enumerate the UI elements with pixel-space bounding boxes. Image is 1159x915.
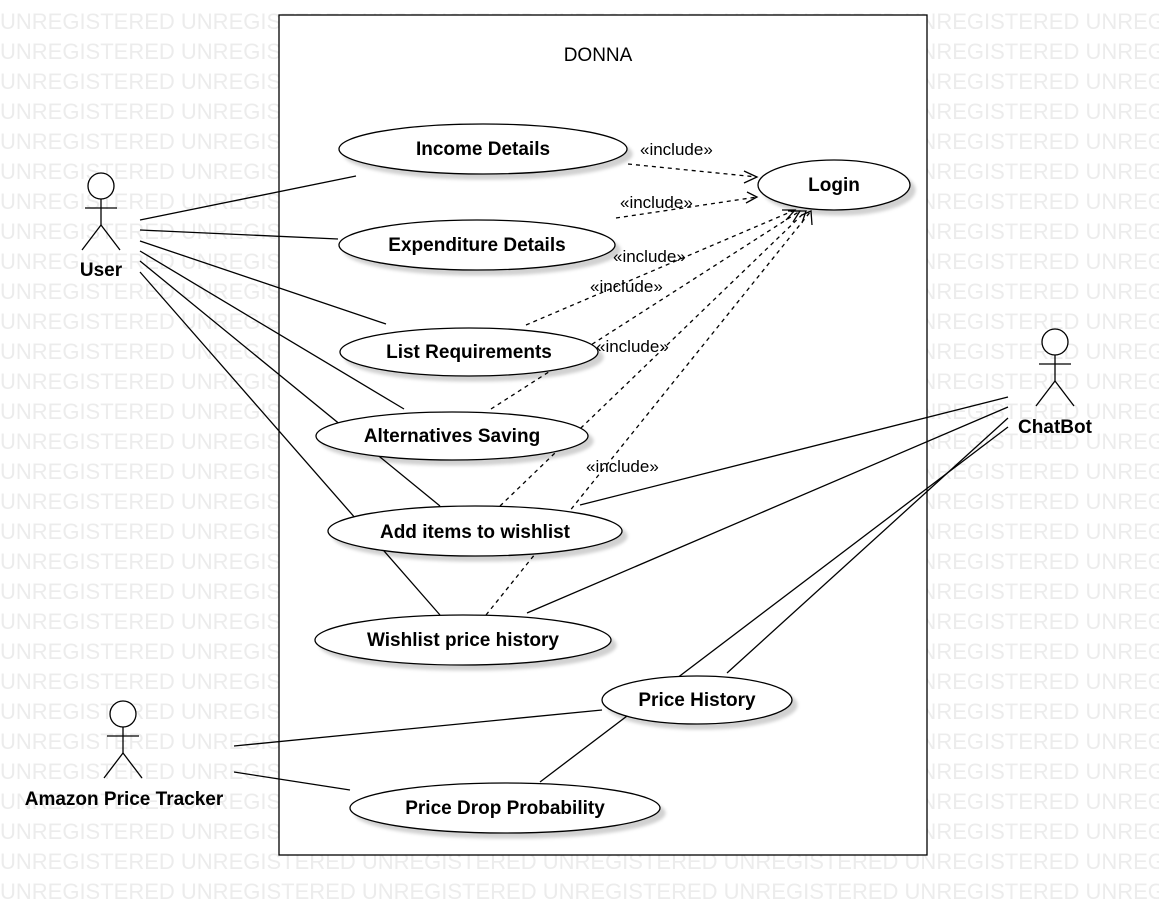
use-case-wishlist-history[interactable] [314,614,612,666]
use-case-income[interactable] [338,123,628,175]
use-case-wishlist-add[interactable] [327,505,623,557]
use-case-ellipses [314,123,911,834]
user-associations [139,175,441,616]
chatbot-associations [526,396,1009,783]
use-case-label-alternatives: Alternatives Saving [364,426,540,447]
include-arrowheads [743,170,813,226]
include-label: «include» [613,247,686,266]
use-case-label-login: Login [808,175,860,196]
include-label: «include» [640,140,713,159]
chatbot-actor-label: ChatBot [1018,417,1093,438]
tracker-actor-label: Amazon Price Tracker [25,789,224,810]
include-label: «include» [596,337,669,356]
use-case-alternatives[interactable] [315,411,589,461]
tracker-associations [233,709,603,791]
use-case-label-expenditure: Expenditure Details [388,235,565,256]
use-case-label-price-drop: Price Drop Probability [405,798,605,819]
use-case-label-wishlist-add: Add items to wishlist [380,522,571,543]
use-case-price-history[interactable] [601,675,793,725]
user-actor-label: User [80,260,123,281]
chatbot-actor-icon[interactable] [1035,328,1075,407]
use-case-requirements[interactable] [339,327,599,377]
include-labels: «include» «include» «include» «include» … [586,140,713,476]
tracker-actor-icon[interactable] [103,700,143,779]
use-case-login[interactable] [757,159,911,211]
use-case-label-wishlist-history: Wishlist price history [367,630,559,651]
include-label: «include» [590,277,663,296]
include-label: «include» [586,457,659,476]
use-case-label-income: Income Details [416,139,550,160]
use-case-label-price-history: Price History [638,690,756,711]
include-label: «include» [620,193,693,212]
watermark-row: UNREGISTERED UNREGISTERED UNREGISTERED U… [0,879,1159,904]
use-case-expenditure[interactable] [338,219,616,271]
use-case-labels: Income Details Expenditure Details List … [364,139,860,819]
user-actor-icon[interactable] [81,172,121,251]
use-case-price-drop[interactable] [349,782,661,834]
include-dependencies [485,163,812,616]
system-title: DONNA [564,45,633,66]
use-case-label-requirements: List Requirements [386,342,552,363]
